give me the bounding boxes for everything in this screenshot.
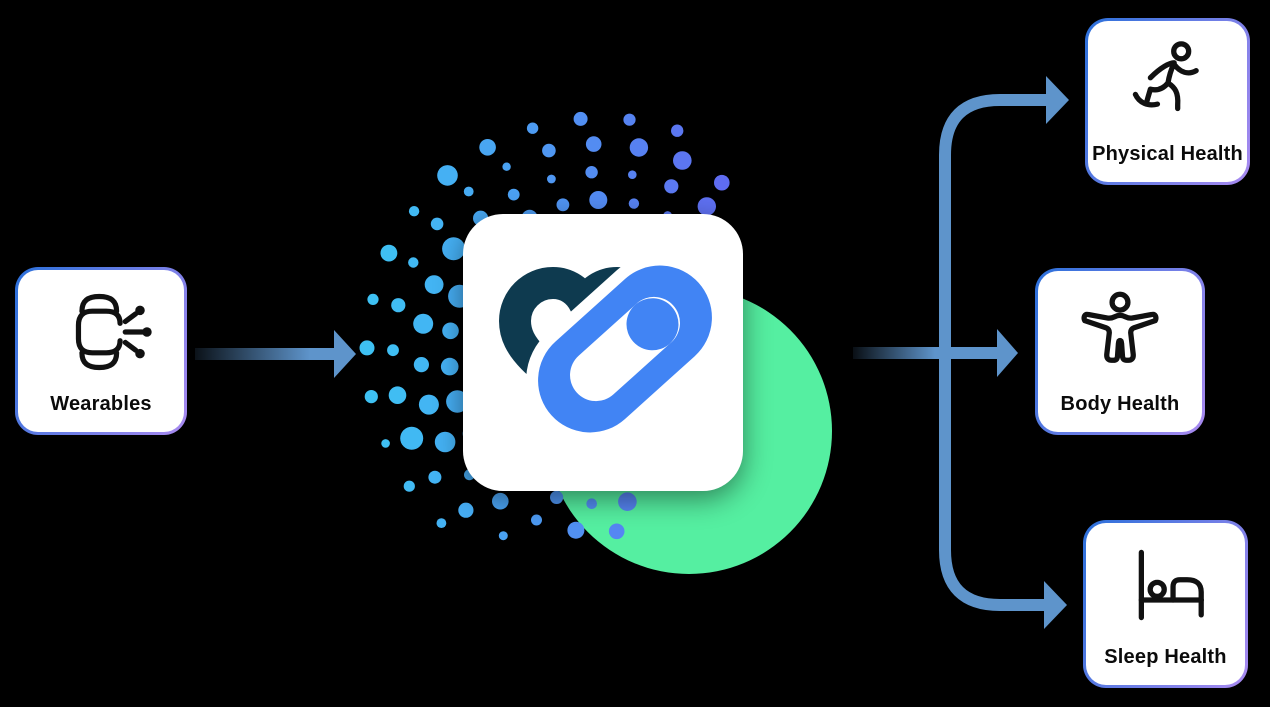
node-sleep-health: Sleep Health [1083, 520, 1248, 688]
arrow-hub-to-body-health [853, 329, 1018, 377]
node-physical-health: Physical Health [1085, 18, 1250, 185]
node-label-wearables: Wearables [50, 393, 152, 415]
heart-toggle-logo-icon [499, 253, 724, 445]
node-body-health: Body Health [1035, 268, 1205, 435]
smartwatch-data-icon [18, 270, 184, 394]
runner-icon [1088, 21, 1247, 144]
node-label-physical-health: Physical Health [1092, 143, 1243, 165]
standing-person-icon [1038, 271, 1202, 394]
arrow-wearables-to-hub [195, 330, 356, 378]
bed-icon [1086, 523, 1245, 647]
node-label-body-health: Body Health [1060, 393, 1180, 415]
node-wearables: Wearables [15, 267, 187, 435]
node-label-sleep-health: Sleep Health [1104, 646, 1227, 668]
hub-card [463, 214, 743, 491]
